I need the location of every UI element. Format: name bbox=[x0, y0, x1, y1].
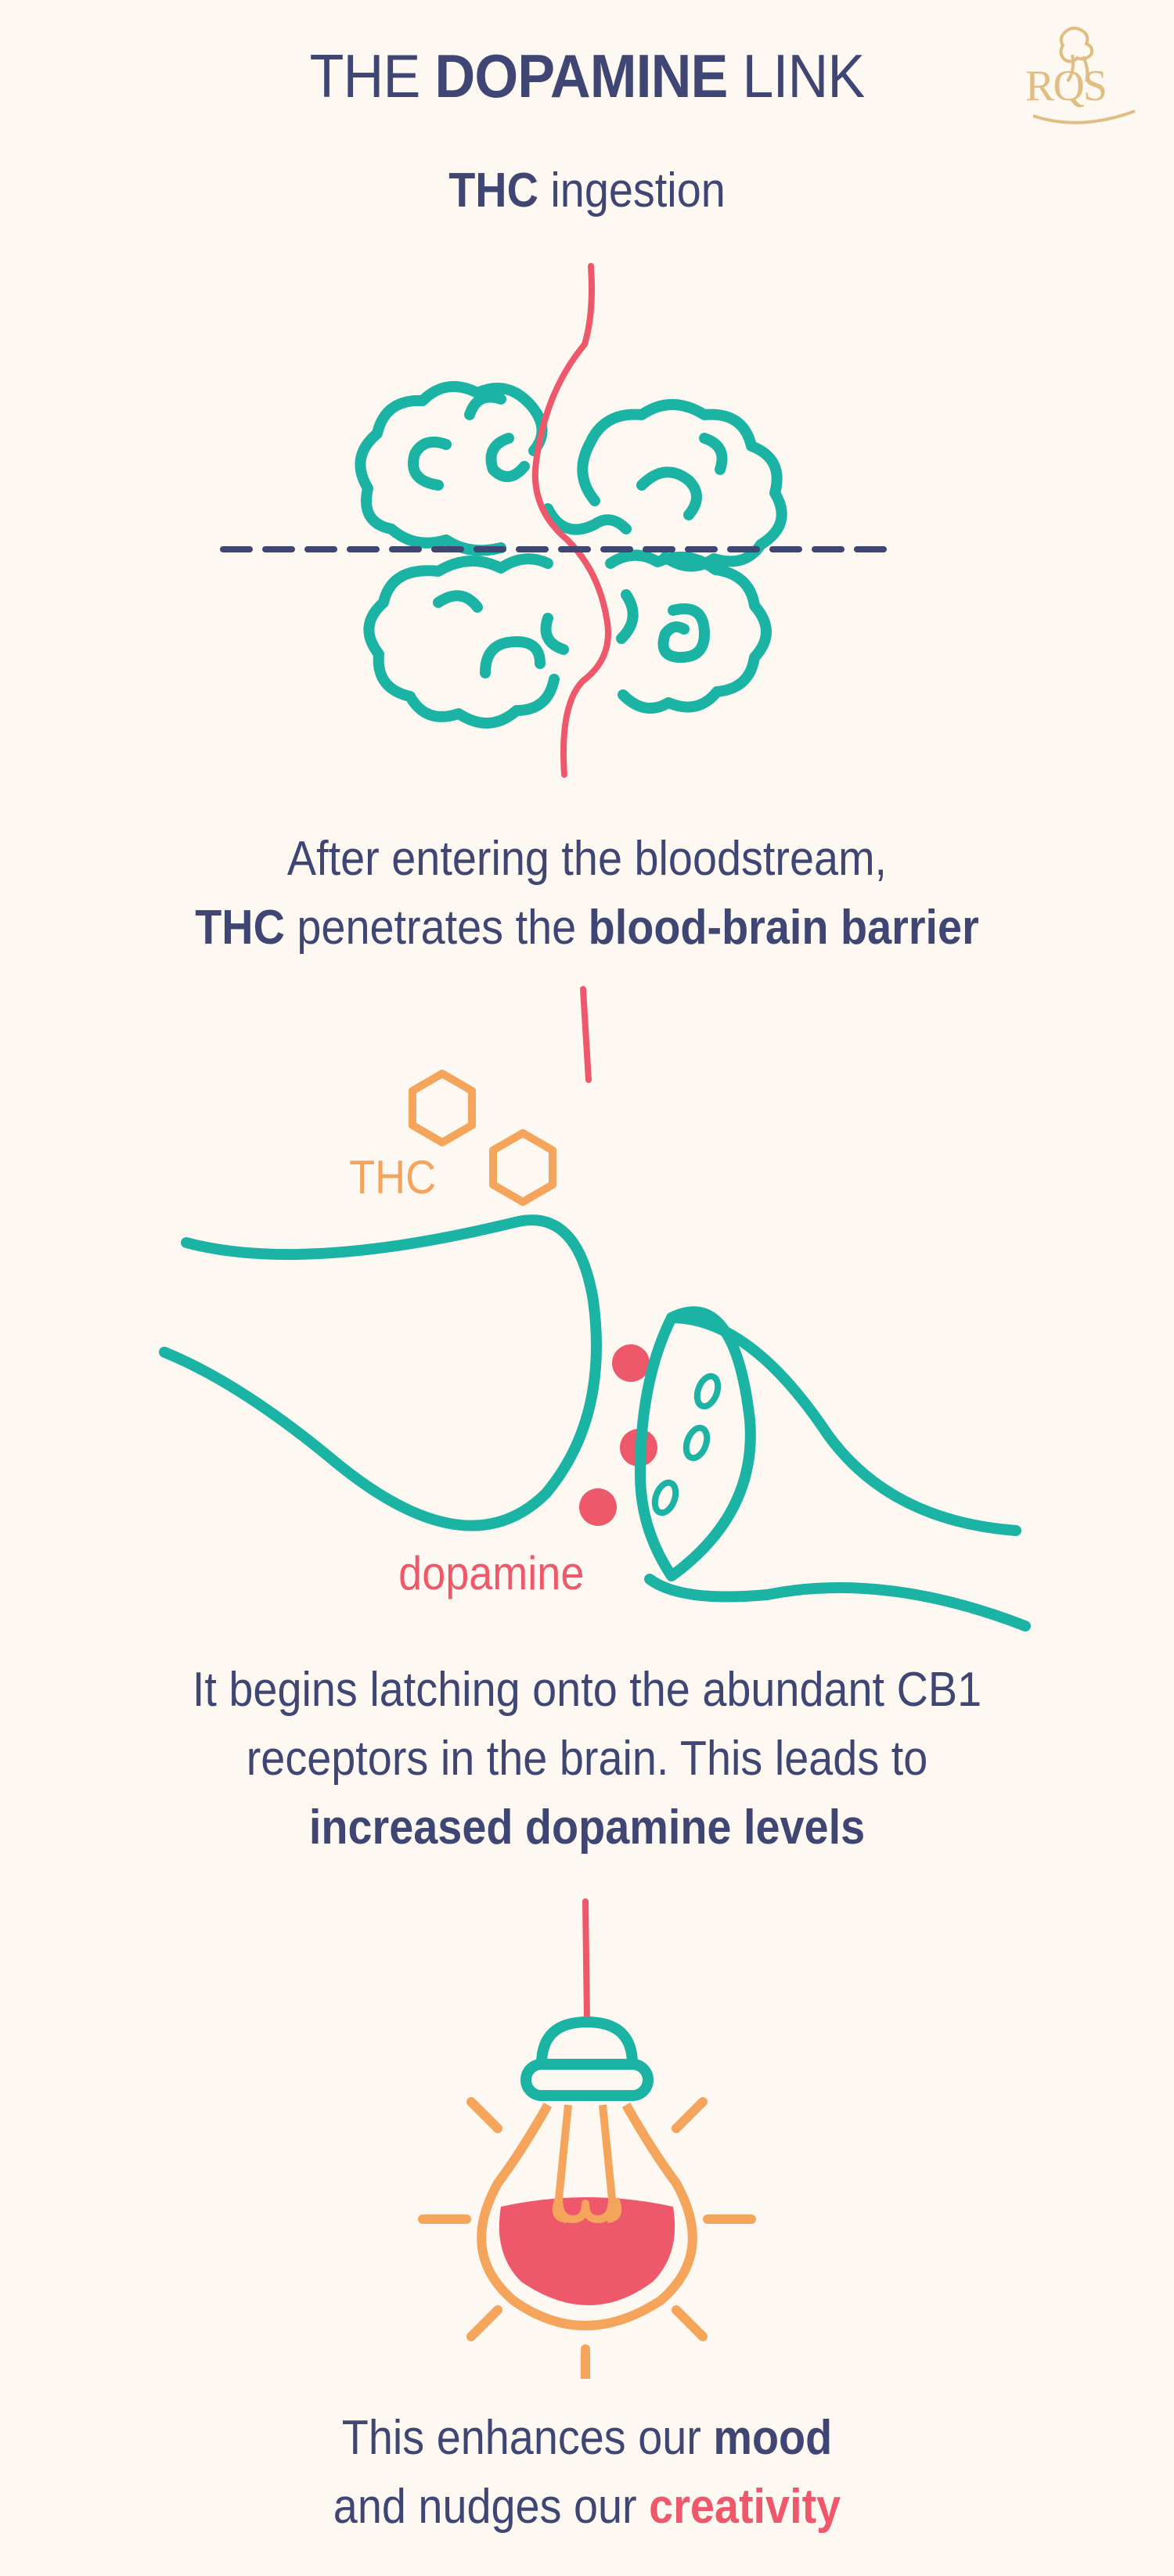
step4-line1: This enhances our mood bbox=[341, 2411, 833, 2465]
step3-line2: receptors in the brain. This leads to bbox=[246, 1732, 928, 1786]
step-mood-text: This enhances our mood and nudges our cr… bbox=[59, 2404, 1115, 2542]
step1-bold: THC bbox=[448, 164, 538, 218]
receptor-terminal bbox=[635, 1306, 756, 1581]
synapse-illustration bbox=[159, 986, 1031, 1632]
thc-label: THC bbox=[349, 1151, 437, 1203]
bloodstream-line bbox=[531, 263, 611, 778]
dopamine-label: dopamine bbox=[398, 1547, 585, 1599]
title-bold: DOPAMINE bbox=[434, 41, 728, 110]
step2-line1: After entering the bloodstream, bbox=[286, 832, 888, 886]
neuron-postsynaptic-bottom bbox=[644, 1574, 1031, 1632]
brand-logo: RQS bbox=[1017, 23, 1151, 125]
page-title: THE DOPAMINE LINK bbox=[47, 41, 1127, 112]
lion-crest-icon bbox=[1032, 27, 1136, 124]
step-thc-ingestion: THC ingestion bbox=[59, 157, 1115, 225]
step3-line3: increased dopamine levels bbox=[308, 1801, 866, 1855]
connector-line bbox=[580, 986, 592, 1083]
neuron-postsynaptic-top bbox=[666, 1312, 1021, 1536]
step-barrier-text: After entering the bloodstream, THC pene… bbox=[59, 825, 1115, 962]
step1-rest: ingestion bbox=[538, 164, 726, 218]
brain-illustration bbox=[220, 263, 899, 778]
light-rays bbox=[418, 2097, 756, 2379]
logo-text: RQS bbox=[1025, 62, 1107, 110]
brain-icon bbox=[355, 381, 787, 729]
dopamine-dot-icon bbox=[612, 1344, 650, 1382]
hexagon-icon bbox=[489, 1129, 556, 1206]
bulb-cord bbox=[582, 1898, 590, 2024]
hexagon-icon bbox=[409, 1070, 476, 1146]
neuron-presynaptic bbox=[159, 1214, 602, 1531]
step3-line1: It begins latching onto the abundant CB1 bbox=[192, 1663, 982, 1717]
step2-line2: THC penetrates the blood-brain barrier bbox=[195, 901, 979, 955]
dopamine-dot-icon bbox=[579, 1488, 617, 1526]
title-prefix: THE bbox=[309, 41, 435, 110]
light-bulb-icon bbox=[418, 1898, 756, 2379]
step4-line2: and nudges our creativity bbox=[333, 2480, 841, 2534]
title-suffix: LINK bbox=[727, 41, 865, 110]
step-receptor-text: It begins latching onto the abundant CB1… bbox=[59, 1656, 1115, 1862]
